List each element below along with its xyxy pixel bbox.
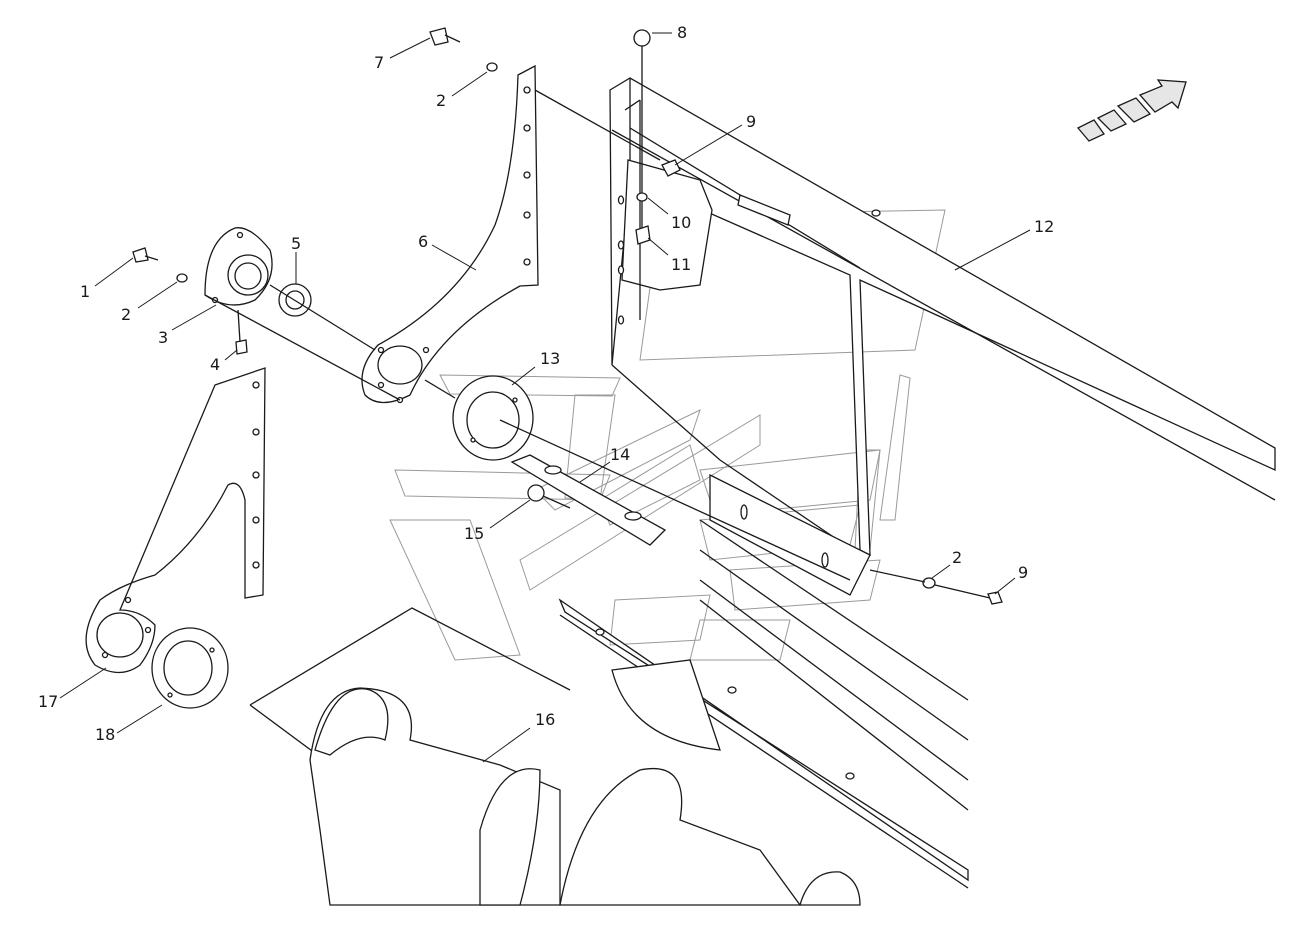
leader-lines <box>59 32 1031 763</box>
callout-11: 11 <box>671 255 691 274</box>
bearing-flange-part-3 <box>204 227 273 306</box>
travel-direction-arrow-icon <box>1076 79 1187 142</box>
auger-part-16 <box>249 607 861 906</box>
bearing-ring-part-18 <box>151 627 229 709</box>
bearing-ring-part-13 <box>452 375 534 461</box>
callout-16: 16 <box>535 710 555 729</box>
housing-frame <box>609 77 1276 557</box>
callout-17: 17 <box>38 692 58 711</box>
callout-8: 8 <box>677 23 687 42</box>
callout-10: 10 <box>671 213 691 232</box>
callout-2: 2 <box>436 91 446 110</box>
fasteners <box>132 27 1003 605</box>
screw-part-15 <box>527 484 571 509</box>
lower-trough <box>558 473 969 889</box>
assembly-axis-lines <box>204 89 851 581</box>
callout-15: 15 <box>464 524 484 543</box>
callout-14: 14 <box>610 445 630 464</box>
callout-7: 7 <box>374 53 384 72</box>
callout-labels: 7 2 8 9 6 10 11 12 5 1 2 3 4 13 14 15 2 … <box>38 23 1054 744</box>
callout-9: 9 <box>746 112 756 131</box>
callout-1: 1 <box>80 282 90 301</box>
callout-2: 2 <box>952 548 962 567</box>
callout-12: 12 <box>1034 217 1054 236</box>
callout-9: 9 <box>1018 563 1028 582</box>
arm-plate-part-17 <box>85 367 266 674</box>
callout-6: 6 <box>418 232 428 251</box>
callout-18: 18 <box>95 725 115 744</box>
callout-3: 3 <box>158 328 168 347</box>
callout-5: 5 <box>291 234 301 253</box>
callout-2: 2 <box>121 305 131 324</box>
arm-plate-part-6 <box>361 64 539 404</box>
callout-13: 13 <box>540 349 560 368</box>
callout-4: 4 <box>210 355 220 374</box>
bracket-part-14 <box>510 454 667 546</box>
